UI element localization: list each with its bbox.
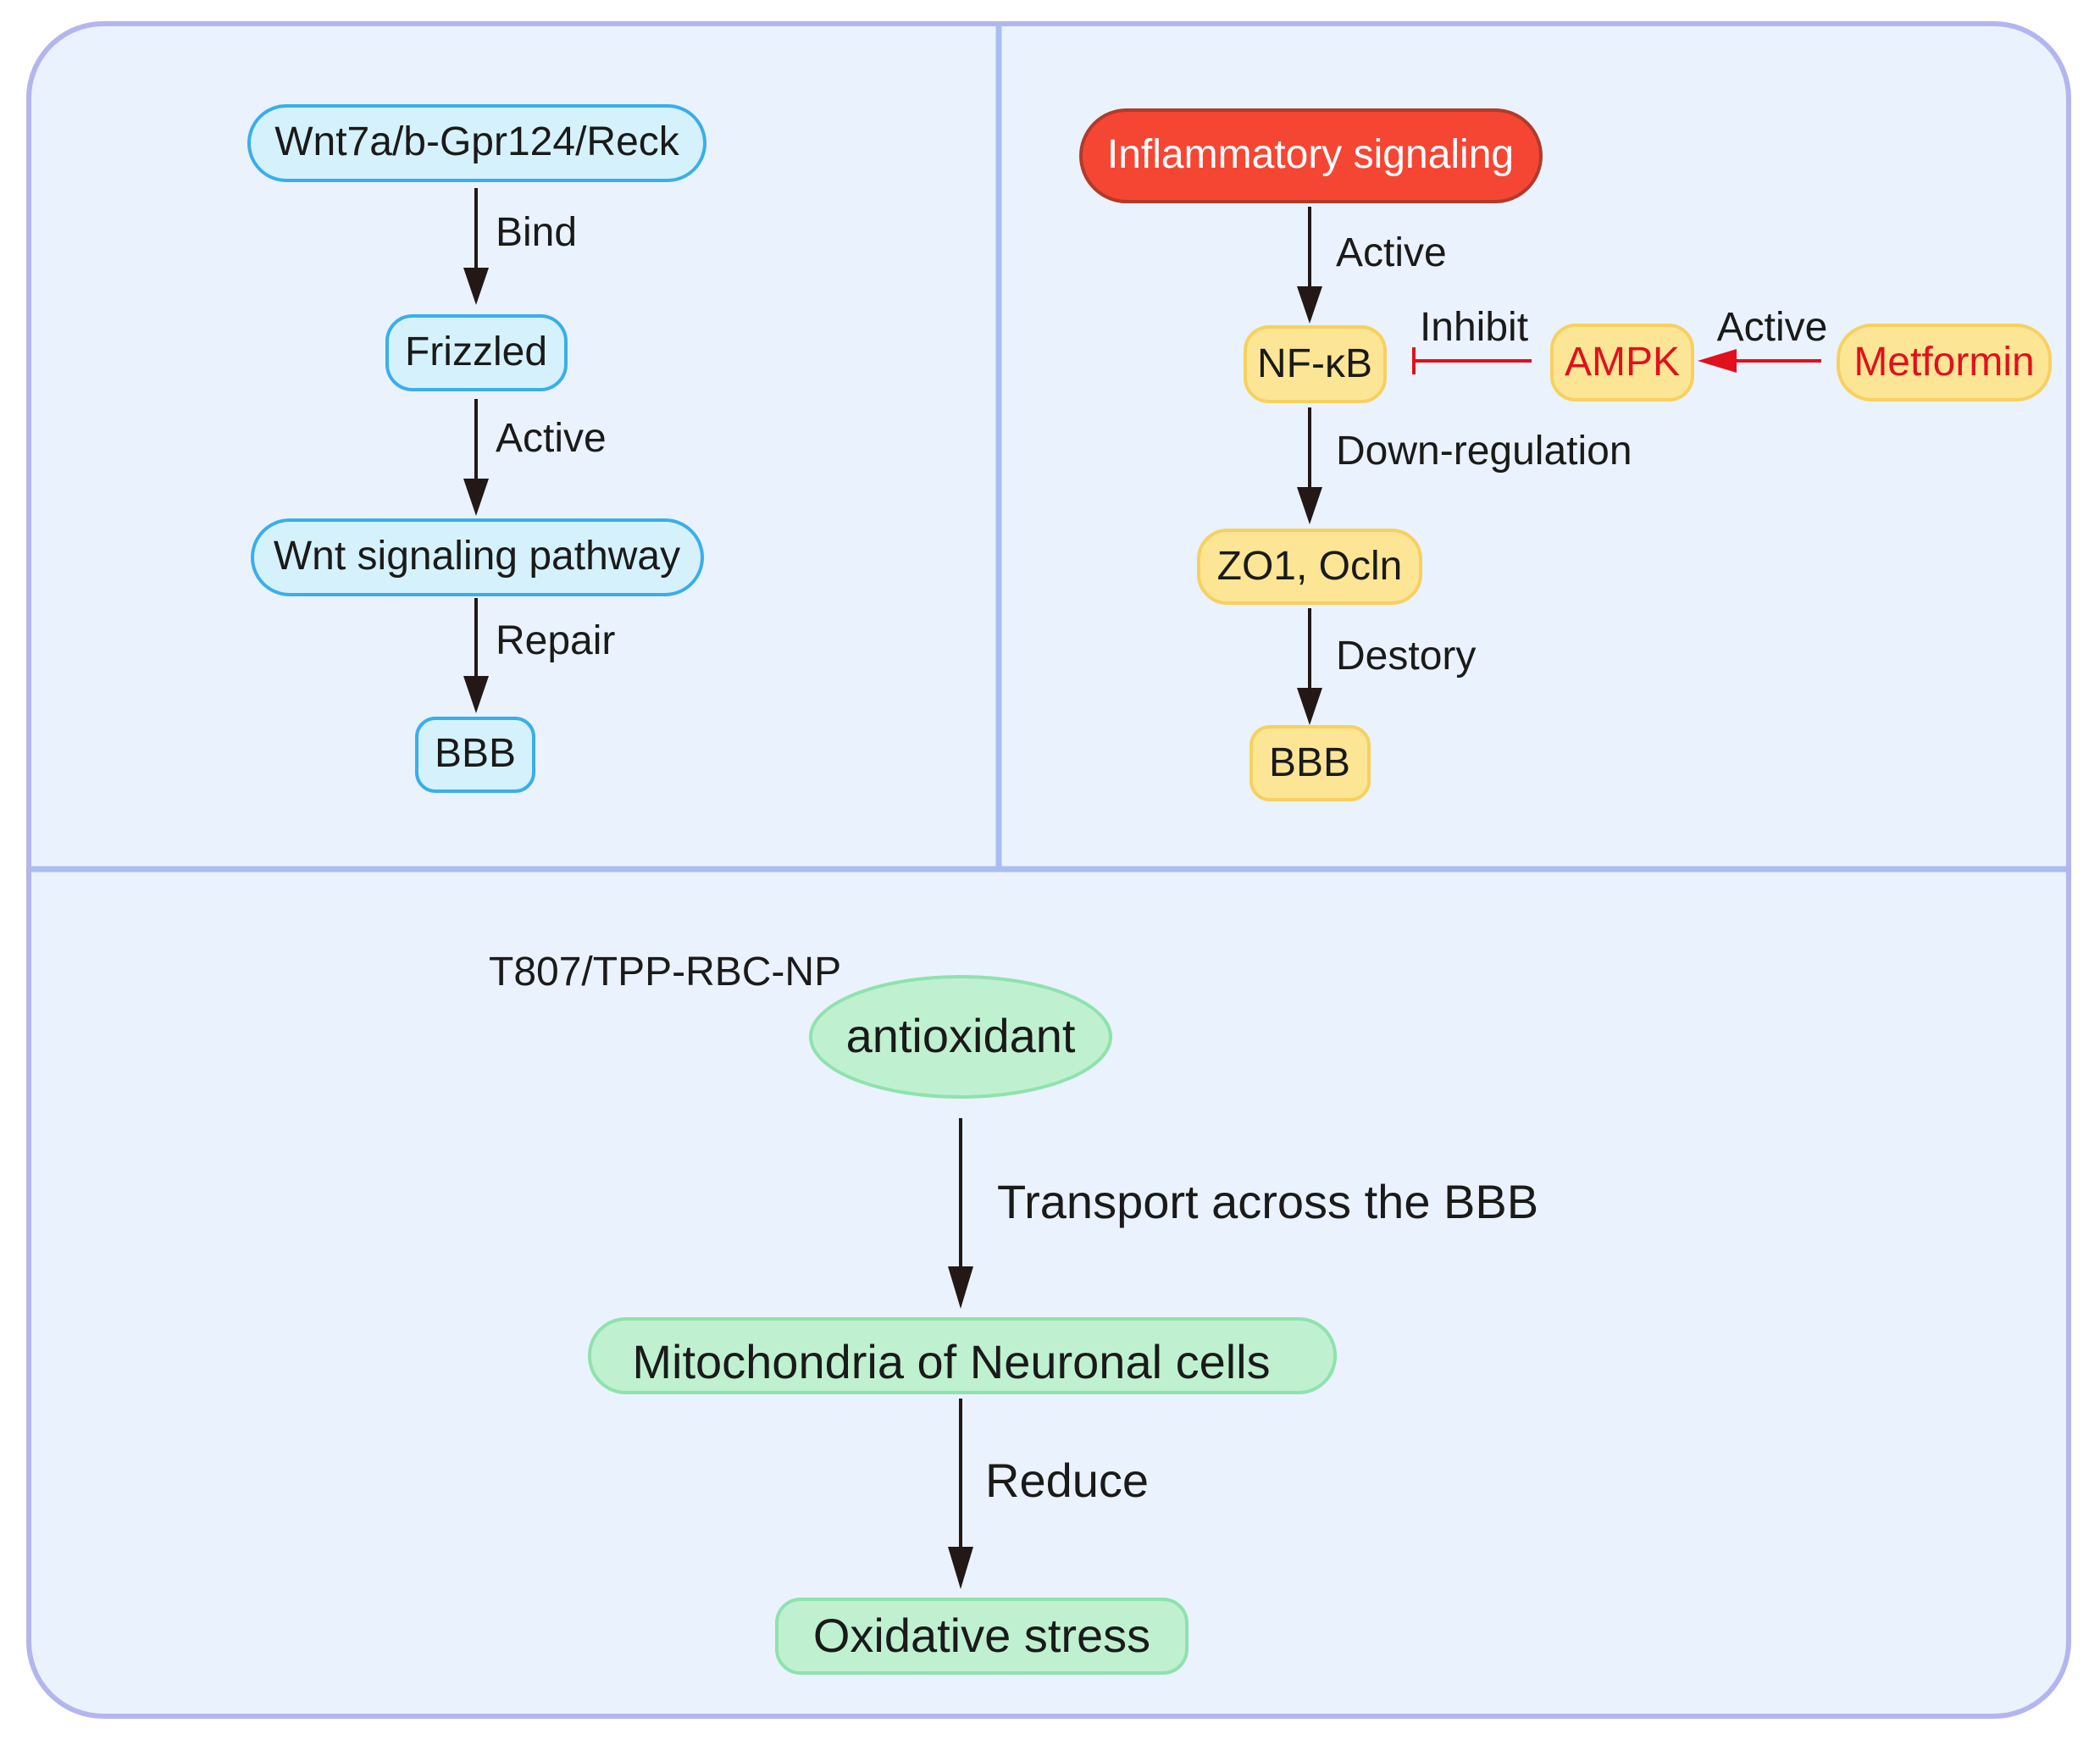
arrowhead-destroy (1297, 688, 1322, 725)
node-antioxidant: antioxidant (846, 1009, 1076, 1062)
node-bbb-left: BBB (435, 731, 516, 776)
node-ampk: AMPK (1565, 340, 1680, 385)
node-antioxidant-shape (809, 975, 1112, 1099)
edge-label-active-frizzled: Active (496, 416, 607, 461)
node-metformin-box (1837, 324, 2052, 402)
node-mitochondria: Mitochondria of Neuronal cells (632, 1335, 1270, 1388)
node-nfkb: NF-κB (1257, 341, 1372, 386)
arrowhead-repair (463, 676, 489, 713)
node-inflammatory-box (1079, 108, 1543, 203)
arrowhead-transport (948, 1266, 973, 1309)
node-ampk-box (1550, 324, 1694, 402)
edge-label-down-regulation: Down-regulation (1336, 429, 1632, 474)
node-bbb-right-box (1249, 725, 1371, 801)
node-frizzled: Frizzled (405, 330, 547, 374)
node-oxidative: Oxidative stress (813, 1609, 1150, 1662)
arrowhead-reduce (948, 1547, 973, 1589)
edge-label-reduce: Reduce (985, 1454, 1149, 1507)
node-frizzled-box (385, 314, 568, 391)
edge-label-repair: Repair (496, 618, 615, 663)
edge-label-transport: Transport across the BBB (997, 1175, 1538, 1228)
node-wnt-pathway-box (251, 518, 704, 596)
node-metformin: Metformin (1853, 340, 2034, 385)
node-zo1-ocln-box (1197, 529, 1422, 605)
node-nfkb-box (1244, 325, 1387, 403)
edge-label-inhibit: Inhibit (1420, 305, 1528, 350)
edge-label-active-ampk: Active (1717, 305, 1828, 350)
arrowhead-active-nfkb (1297, 286, 1322, 324)
panel-wnt: Wnt7a/b-Gpr124/Reck Frizzled Wnt signali… (247, 104, 706, 793)
edge-label-active-nfkb: Active (1336, 230, 1447, 275)
node-bbb-left-box (415, 717, 535, 793)
node-wnt-pathway: Wnt signaling pathway (274, 534, 680, 579)
arrowhead-active-ampk (1698, 349, 1737, 373)
node-zo1-ocln: ZO1, Ocln (1217, 544, 1403, 589)
node-oxidative-box (775, 1598, 1189, 1675)
edge-label-bind: Bind (496, 210, 577, 255)
node-mitochondria-box (588, 1317, 1337, 1394)
arrowhead-bind (463, 268, 489, 305)
node-wnt-ligand: Wnt7a/b-Gpr124/Reck (274, 119, 680, 164)
edge-label-destroy: Destory (1336, 634, 1476, 679)
agent-label: T807/TPP-RBC-NP (489, 950, 841, 994)
arrowhead-down-regulation (1297, 487, 1322, 524)
panel-inflammation: Inflammatory signaling NF-κB AMPK Metfor… (1079, 108, 2052, 801)
panel-antioxidant: T807/TPP-RBC-NP antioxidant Mitochondria… (489, 950, 1538, 1675)
arrowhead-active-frizzled (463, 479, 489, 516)
node-bbb-right: BBB (1269, 740, 1350, 785)
node-inflammatory: Inflammatory signaling (1107, 132, 1514, 177)
node-wnt-ligand-box (247, 104, 706, 182)
